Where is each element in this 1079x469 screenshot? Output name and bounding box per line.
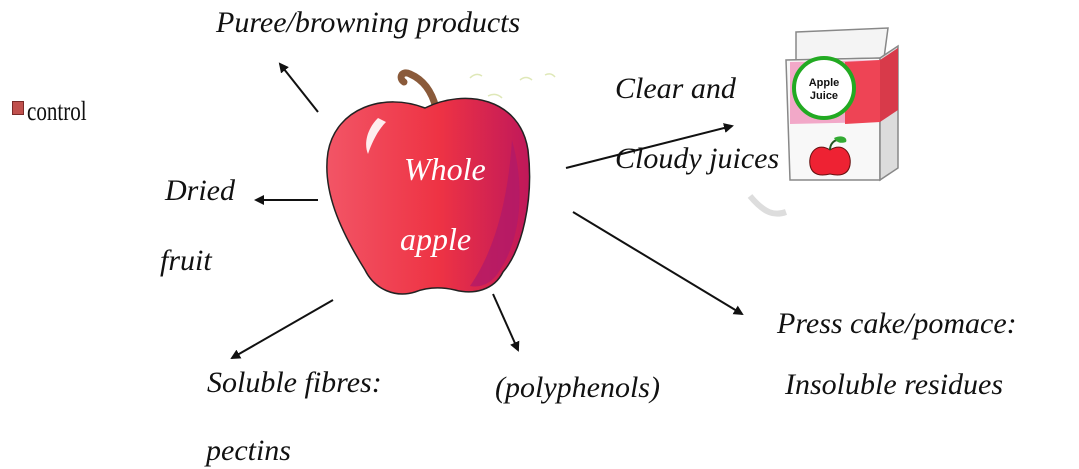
label-dried-line2: fruit [160, 246, 212, 276]
arrow-to-press-cake [573, 212, 742, 314]
label-puree: Puree/browning products [216, 8, 520, 38]
legend-label: control [27, 96, 87, 127]
center-label-line1: Whole [404, 153, 486, 185]
label-soluble-line2: pectins [206, 436, 291, 466]
center-label-line2: apple [400, 223, 471, 255]
carton-label-line2: Juice [810, 90, 838, 102]
arrow-to-soluble-fibres [232, 300, 333, 358]
juice-carton: Apple Juice [750, 28, 898, 214]
legend-swatch [12, 101, 24, 115]
decorative-sparkle [470, 74, 555, 98]
label-dried-line1: Dried [165, 176, 235, 206]
label-soluble-line1: Soluble fibres: [207, 368, 382, 398]
carton-apple [810, 147, 851, 175]
label-juice-line2: Cloudy juices [615, 144, 779, 174]
label-press-line2: Insoluble residues [785, 370, 1003, 400]
carton-label-line1: Apple [809, 77, 840, 89]
arrow-to-puree [280, 64, 318, 112]
label-juice-line1: Clear and [615, 74, 736, 104]
label-polyphenols: (polyphenols) [495, 373, 660, 403]
legend: control [12, 96, 103, 127]
arrow-to-polyphenols [493, 294, 518, 350]
label-press-line1: Press cake/pomace: [777, 309, 1017, 339]
